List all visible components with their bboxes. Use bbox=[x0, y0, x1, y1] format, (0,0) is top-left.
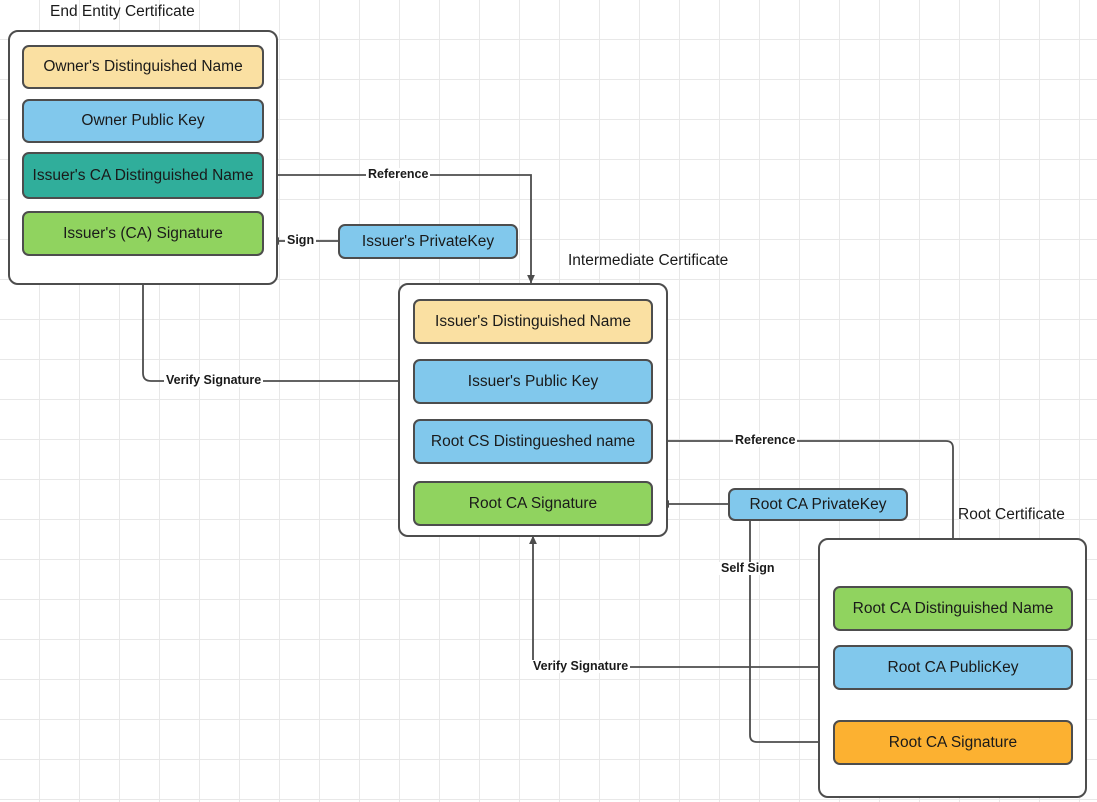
root-ca-public-key-box[interactable]: Root CA PublicKey bbox=[833, 645, 1073, 690]
owner-distinguished-name-text: Owner's Distinguished Name bbox=[43, 58, 243, 76]
root-ca-privatekey-box[interactable]: Root CA PrivateKey bbox=[728, 488, 908, 521]
edge-self-sign-label: Self Sign bbox=[719, 561, 777, 575]
edge-sign-label: Sign bbox=[285, 233, 317, 247]
issuer-public-key-box[interactable]: Issuer's Public Key bbox=[413, 359, 653, 404]
root-ca-distinguished-name-box[interactable]: Root CA Distinguished Name bbox=[833, 586, 1073, 631]
issuer-ca-signature-text: Issuer's (CA) Signature bbox=[63, 224, 223, 242]
root-ca-public-key-text: Root CA PublicKey bbox=[887, 658, 1019, 676]
intermediate-certificate-label: Intermediate Certificate bbox=[568, 252, 729, 269]
issuer-public-key-text: Issuer's Public Key bbox=[467, 372, 599, 390]
edge-reference-upper-label: Reference bbox=[366, 167, 431, 181]
root-ca-privatekey-text: Root CA PrivateKey bbox=[749, 495, 887, 513]
edge-verify-signature-lower-path bbox=[529, 535, 833, 668]
issuers-privatekey-box[interactable]: Issuer's PrivateKey bbox=[338, 224, 518, 259]
issuer-distinguished-name-text: Issuer's Distinguished Name bbox=[435, 312, 631, 330]
root-cs-distingueshed-name-box[interactable]: Root CS Distingueshed name bbox=[413, 419, 653, 464]
edge-self-sign-path bbox=[749, 520, 827, 746]
issuer-distinguished-name-box[interactable]: Issuer's Distinguished Name bbox=[413, 299, 653, 344]
issuer-ca-distinguished-name-text: Issuer's CA Distinguished Name bbox=[32, 166, 254, 184]
issuer-ca-signature-box[interactable]: Issuer's (CA) Signature bbox=[22, 211, 264, 256]
owner-distinguished-name-box[interactable]: Owner's Distinguished Name bbox=[22, 45, 264, 89]
root-cs-distingueshed-name-text: Root CS Distingueshed name bbox=[430, 432, 636, 450]
end-entity-certificate-label: End Entity Certificate bbox=[50, 3, 195, 20]
owner-public-key-box[interactable]: Owner Public Key bbox=[22, 99, 264, 143]
edge-verify-signature-upper-label: Verify Signature bbox=[164, 373, 264, 387]
root-ca-signature-root-box[interactable]: Root CA Signature bbox=[833, 720, 1073, 765]
issuer-ca-distinguished-name-box[interactable]: Issuer's CA Distinguished Name bbox=[22, 152, 264, 199]
root-ca-signature-intermediate-box[interactable]: Root CA Signature bbox=[413, 481, 653, 526]
root-ca-signature-intermediate-text: Root CA Signature bbox=[468, 494, 598, 512]
owner-public-key-text: Owner Public Key bbox=[81, 112, 205, 130]
edge-verify-signature-lower-label: Verify Signature bbox=[531, 659, 631, 673]
issuers-privatekey-text: Issuer's PrivateKey bbox=[361, 232, 495, 250]
root-certificate-label: Root Certificate bbox=[958, 506, 1065, 523]
edge-reference-lower-label: Reference bbox=[733, 433, 798, 447]
root-ca-distinguished-name-text: Root CA Distinguished Name bbox=[852, 599, 1054, 617]
root-ca-signature-root-text: Root CA Signature bbox=[888, 733, 1018, 751]
